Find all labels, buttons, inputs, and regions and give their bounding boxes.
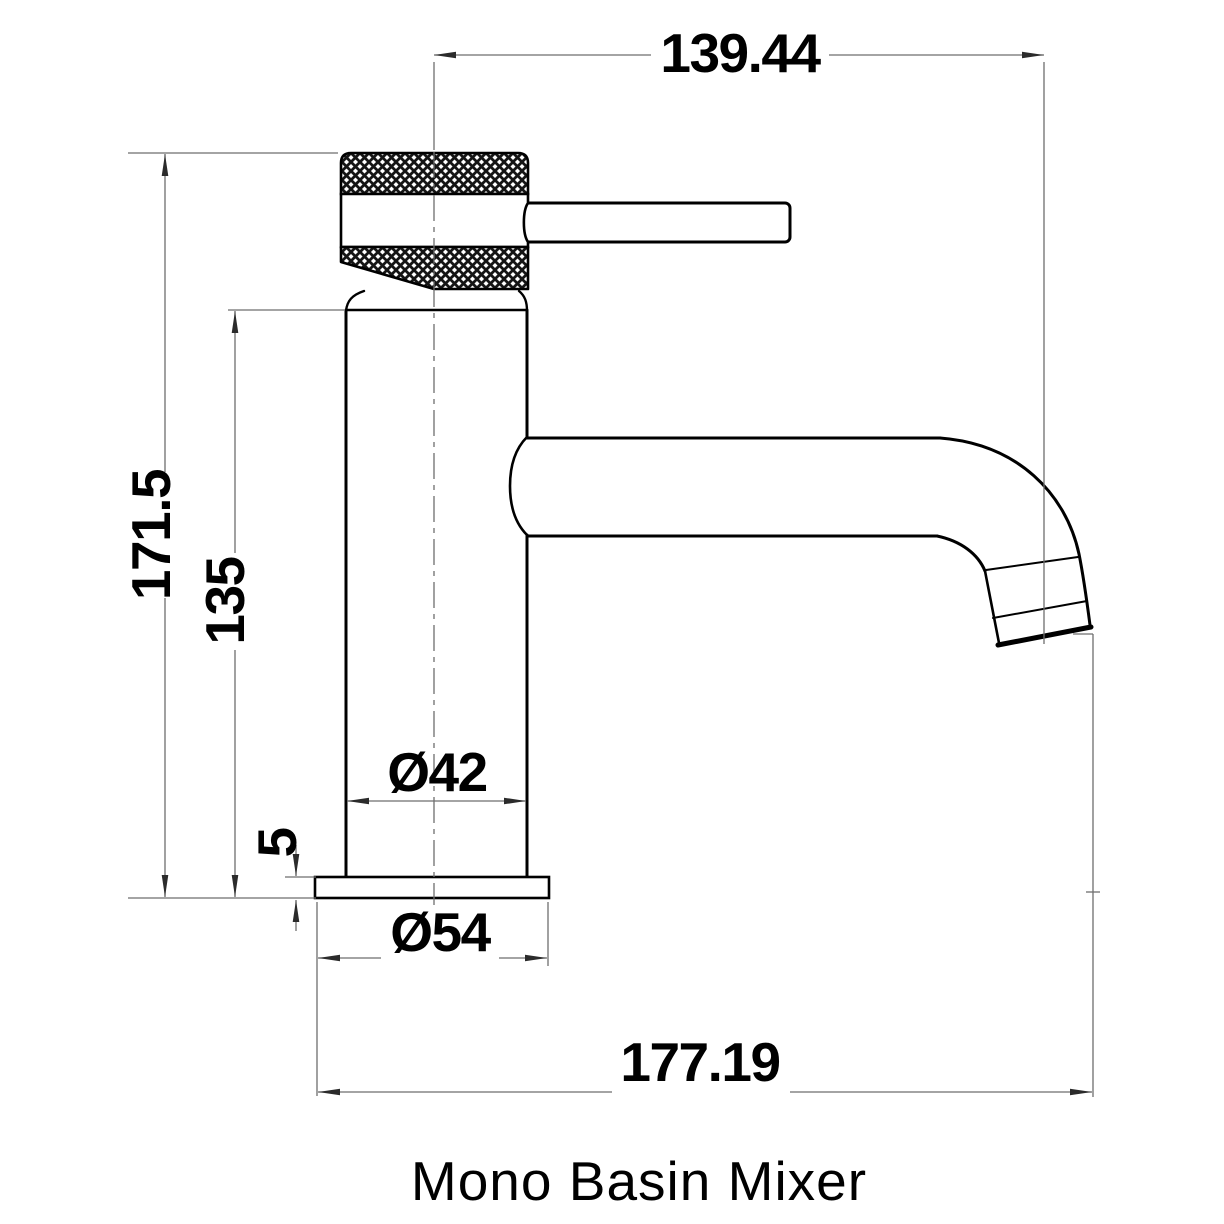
knurl-lower-band: [339, 245, 530, 291]
neck-curve-left: [344, 289, 366, 313]
dimension-overall-height: [128, 152, 338, 899]
dimension-body-height: [228, 309, 344, 897]
base-flange: [313, 875, 551, 900]
neck-curve-right: [517, 289, 529, 313]
base-diameter-label: Ø54: [390, 901, 491, 963]
dimension-labels: 139.44 171.5 135 Ø42 5 Ø54 177.19 Mono B…: [120, 22, 867, 1212]
lever-handle: [520, 201, 792, 244]
dimension-overall-depth: [318, 633, 1100, 1097]
drawing-title: Mono Basin Mixer: [411, 1150, 867, 1212]
dimension-lines: [128, 51, 1100, 1097]
body-height-label: 135: [194, 556, 256, 644]
dimension-base-diameter: [316, 902, 549, 1096]
spout-reach-label: 139.44: [660, 22, 821, 84]
aerator-line-upper: [985, 556, 1079, 571]
body-diameter-label: Ø42: [387, 741, 486, 803]
dimension-spout-reach: [434, 51, 1045, 644]
dimension-base-thickness: [285, 845, 316, 931]
overall-depth-label: 177.19: [620, 1031, 779, 1093]
faucet-outline: [313, 151, 1094, 900]
spout-tip-left-edge: [983, 569, 1001, 645]
overall-height-label: 171.5: [120, 469, 182, 600]
body-spout-bulge: [508, 435, 529, 537]
base-thickness-label: 5: [246, 828, 308, 858]
spout-outer-curve: [938, 436, 1092, 627]
aerator-line-lower: [992, 600, 1088, 619]
spout-inner-curve: [935, 534, 987, 573]
